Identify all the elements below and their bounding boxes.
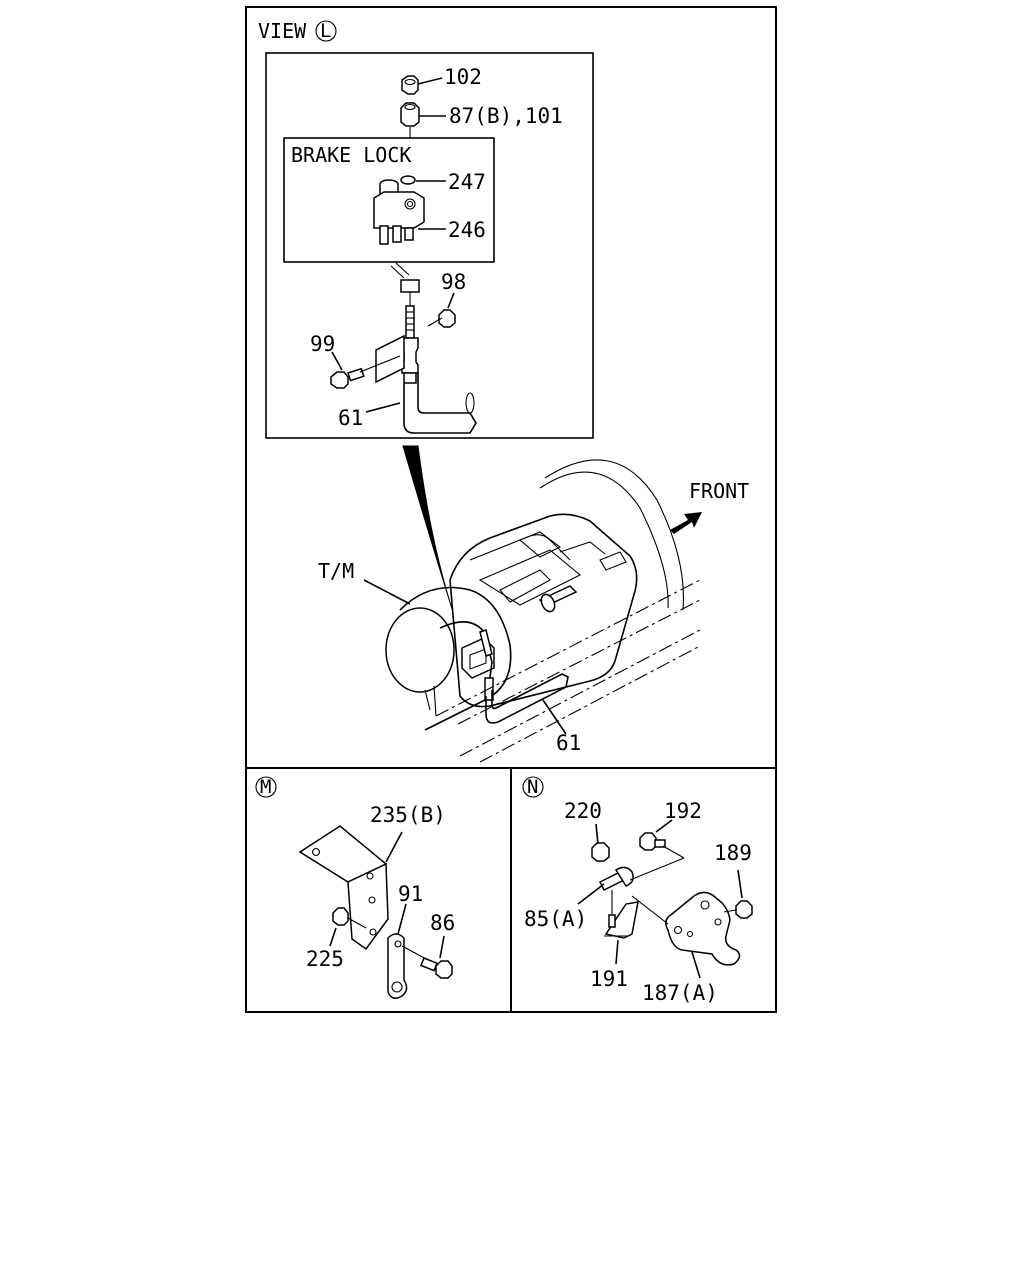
callout-102: 102 <box>444 65 482 89</box>
leader-192 <box>655 819 673 833</box>
axis-line-85a <box>629 857 685 881</box>
callout-99: 99 <box>310 332 335 356</box>
axis-hatch-2 <box>395 262 410 276</box>
brake-lock-switch-246 <box>373 179 425 245</box>
leader-99 <box>331 351 343 371</box>
leader-225 <box>329 927 337 947</box>
nut-87b <box>400 102 420 127</box>
pipe-61-main <box>485 673 569 724</box>
view-l-title: VIEW <box>258 19 307 43</box>
bracket-191 <box>604 901 639 939</box>
callout-91: 91 <box>398 882 423 906</box>
view-l-circle-letter: L <box>320 20 331 42</box>
leader-191 <box>615 939 619 965</box>
nut-189 <box>735 900 753 919</box>
axis-line-187a <box>631 895 669 925</box>
detail-box <box>265 52 594 439</box>
cable-fitting <box>401 305 419 384</box>
connector-85a <box>598 866 634 892</box>
callout-225: 225 <box>306 947 344 971</box>
lower-fitting <box>400 279 420 293</box>
cable-bracket <box>375 334 405 384</box>
callout-189: 189 <box>714 841 752 865</box>
leader-98 <box>447 292 455 309</box>
axis-line-192 <box>662 845 685 859</box>
view-n-circle-letter: N <box>527 776 538 798</box>
view-m-section: M 235(B) 225 91 86 <box>255 776 455 999</box>
washer-247 <box>400 175 416 185</box>
axis-line-86 <box>401 945 429 961</box>
callout-220: 220 <box>564 799 602 823</box>
front-label: FRONT <box>689 479 749 503</box>
leader-189 <box>737 869 743 899</box>
nut-225 <box>332 907 349 926</box>
view-n-section: N 220 192 85(A) 191 <box>522 776 753 1005</box>
transmission-assembly <box>385 459 701 763</box>
leader-102 <box>417 77 443 85</box>
axis-line-189 <box>723 909 737 913</box>
bolt-86 <box>420 957 453 979</box>
leader-tm <box>363 579 411 605</box>
callout-98: 98 <box>441 270 466 294</box>
link-91 <box>387 933 408 999</box>
callout-61-main: 61 <box>556 731 581 755</box>
callout-85a: 85(A) <box>524 907 587 931</box>
axis-line-225 <box>347 917 367 929</box>
axis-line-98 <box>427 317 443 327</box>
callout-61-detail: 61 <box>338 406 363 430</box>
nut-220 <box>591 842 610 862</box>
view-m-circle-marker <box>255 776 277 798</box>
tm-label: T/M <box>318 559 354 583</box>
bolt-99 <box>330 367 365 389</box>
view-m-circle-letter: M <box>260 776 271 798</box>
leader-85a <box>577 883 605 905</box>
nut-98 <box>438 309 456 328</box>
callout-192: 192 <box>664 799 702 823</box>
pipe-61-detail <box>403 373 477 434</box>
callout-87b-101: 87(B),101 <box>449 104 563 128</box>
bracket-235b <box>298 825 389 951</box>
callout-86: 86 <box>430 911 455 935</box>
view-l-section: VIEW L BRAKE LOCK 102 87(B),101 247 <box>258 19 749 763</box>
brake-lock-label: BRAKE LOCK <box>291 143 411 167</box>
leader-235b <box>385 831 403 863</box>
axis-hatch-1 <box>390 265 405 279</box>
brake-lock-box <box>283 137 495 263</box>
callout-246: 246 <box>448 218 486 242</box>
axis-line-99 <box>359 355 401 373</box>
leader-61-main <box>542 699 567 735</box>
leader-91 <box>397 903 407 935</box>
bolt-192 <box>639 832 666 851</box>
callout-247: 247 <box>448 170 486 194</box>
nut-102 <box>401 75 419 95</box>
pipe-61-end <box>465 392 475 414</box>
leader-61-detail <box>365 402 401 413</box>
plate-187a <box>665 891 741 966</box>
view-n-circle-marker <box>522 776 544 798</box>
leader-187a <box>691 951 701 979</box>
leader-220 <box>595 823 599 845</box>
callout-235b: 235(B) <box>370 803 446 827</box>
view-l-circle-marker <box>315 20 337 42</box>
callout-191: 191 <box>590 967 628 991</box>
callout-187a: 187(A) <box>642 981 718 1005</box>
leader-86 <box>439 935 445 959</box>
front-arrow-icon <box>670 512 702 534</box>
